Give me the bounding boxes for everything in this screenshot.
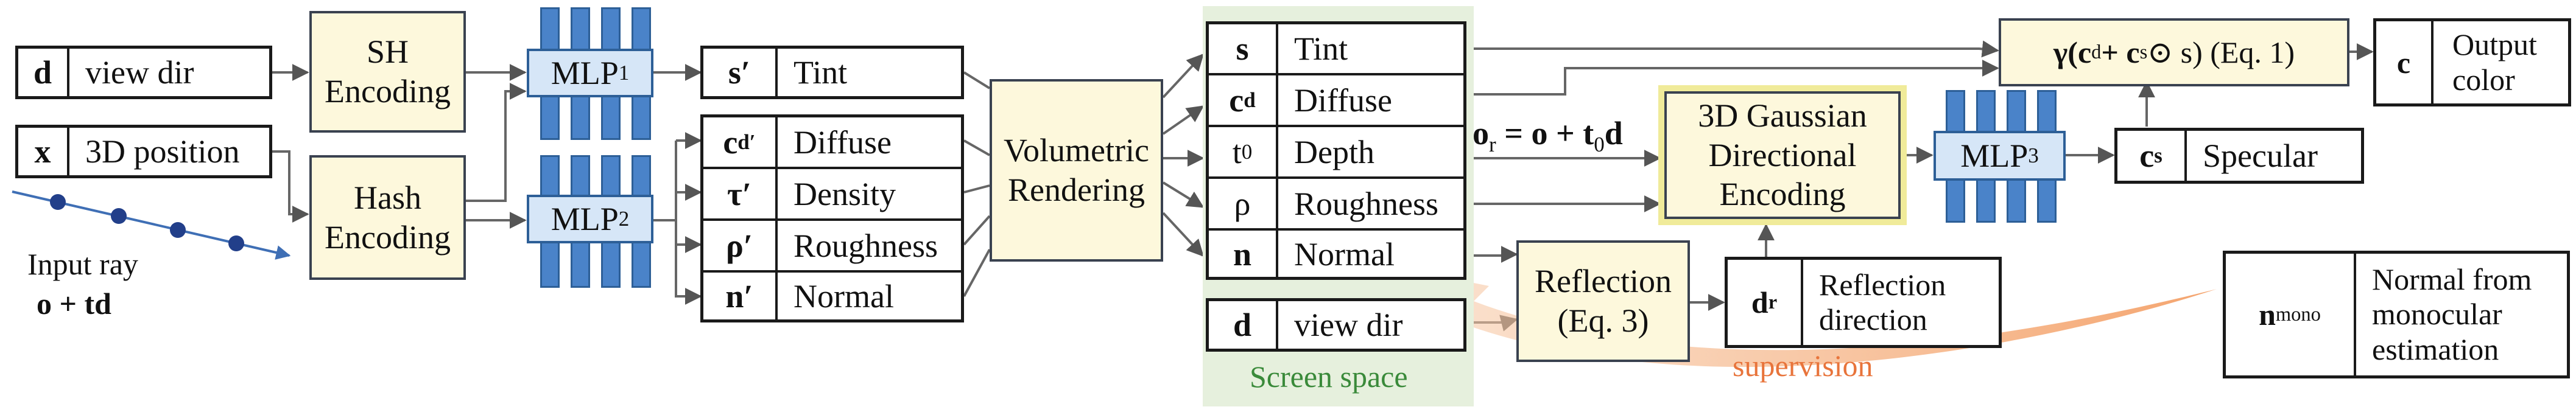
screen-view-dir-label: view dir [1294,307,1403,343]
sh-encoding-line2: Encoding [325,73,451,110]
input-ray-label: Input ray [27,247,138,281]
hash-encoding-module: Hash Encoding [309,155,466,280]
equation-gamma: γ(c [2053,35,2092,69]
edge-to-volumetric [963,71,991,89]
edge-hash-mlp1 [466,83,527,202]
supervision-label: supervision [1733,349,1873,383]
screen-tint-symbol: s [1236,30,1249,67]
roughness-prime-symbol: ρ′ [725,227,753,264]
reflection-module: Reflection (Eq. 3) [1516,240,1690,362]
screen-diffuse-label: Diffuse [1294,82,1392,119]
input-ray-formula: o + td [37,287,111,321]
sh-encoding-module: SH Encoding [309,11,466,133]
tint-prime-symbol: s′ [728,54,751,91]
volumetric-rendering-module: Volumetric Rendering [990,79,1163,262]
screen-roughness-symbol: ρ [1234,185,1251,222]
edge-tint-equation [1466,40,1999,58]
view-dir-symbol: d [33,54,52,91]
edge-mlp2-outputs [653,141,677,221]
edge-position-hash [272,150,309,223]
density-prime-label: Density [794,175,896,212]
output-color-label: Output color [2452,27,2537,97]
screen-tint-label: Tint [1294,30,1348,67]
density-prime-symbol: τ′ [727,175,752,212]
tint-prime-label: Tint [794,54,848,91]
hash-encoding-line2: Encoding [325,218,451,256]
edge-diffuse-equation [1466,60,1999,96]
position-label: 3D position [85,133,240,170]
screen-view-dir-symbol: d [1233,307,1252,343]
gaussian-line1: 3D Gaussian [1698,97,1867,134]
reflection-line2: (Eq. 3) [1557,302,1649,339]
normal-prime-symbol: n′ [725,278,753,315]
volumetric-line1: Volumetric [1004,132,1149,169]
view-dir-input: d view dir [15,46,272,99]
gaussian-line2: Directional [1708,136,1857,173]
reflection-line1: Reflection [1535,263,1672,300]
mlp3-label: MLP [1960,137,2029,174]
sh-encoding-line1: SH [366,33,409,71]
roughness-prime-label: Roughness [794,227,938,264]
gaussian-encoding-module: 3D Gaussian Directional Encoding [1664,91,1901,219]
screen-normal-symbol: n [1233,236,1252,273]
ray-sample-point [111,208,127,224]
reflection-direction-label: Reflection direction [1819,267,1946,337]
mlp1-output-tint: s′ Tint [700,46,964,99]
screen-normal-label: Normal [1294,236,1395,273]
mlp1-subscript: 1 [618,60,630,85]
output-color: c Output color [2373,18,2571,106]
edge-volumetric-screen [1162,53,1204,99]
specular-label: Specular [2203,138,2318,174]
screen-roughness-label: Roughness [1294,185,1439,222]
normal-prime-label: Normal [794,278,894,315]
hash-encoding-line1: Hash [354,179,421,216]
mlp1-label: MLP [551,54,619,91]
output-color-symbol: c [2396,45,2411,80]
ray-sample-point [170,222,186,238]
diffuse-prime-label: Diffuse [794,124,892,161]
mlp3-subscript: 3 [2028,143,2039,167]
screen-space-title: Screen space [1250,360,1408,394]
gaussian-line3: Encoding [1719,176,1846,213]
volumetric-line2: Rendering [1008,172,1145,208]
screen-depth-label: Depth [1294,133,1374,170]
view-dir-label: view dir [85,54,194,91]
position-input: x 3D position [15,125,272,178]
mlp2-label: MLP [551,200,619,237]
ray-sample-point [228,235,244,251]
screen-view-dir: d view dir [1206,298,1466,352]
reflection-origin-formula: or = o + t0d [1473,115,1623,156]
edge-normal-reflection [1466,246,1518,263]
monocular-normal-label: Normal from monocular estimation [2372,262,2532,366]
ray-sample-point [50,194,66,210]
mlp2-subscript: 2 [618,206,630,231]
position-symbol: x [34,133,51,170]
